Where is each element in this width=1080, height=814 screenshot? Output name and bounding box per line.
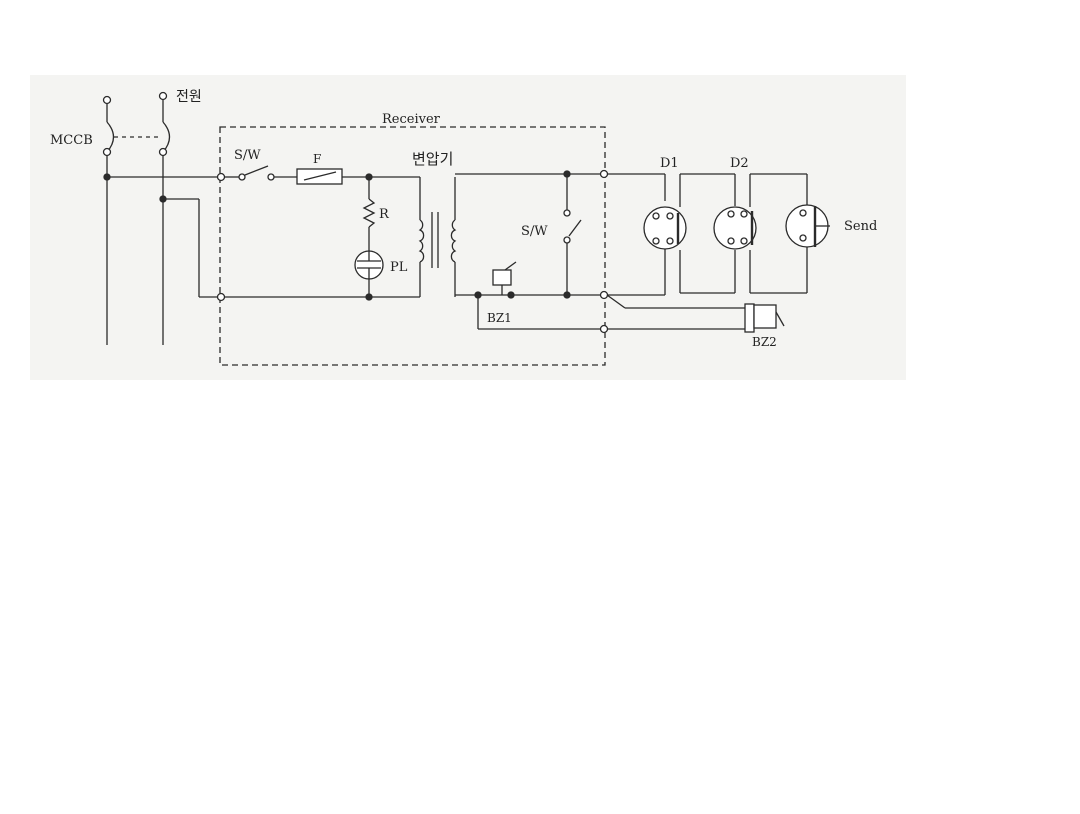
fuse-symbol (296, 168, 343, 185)
send-button (750, 173, 830, 294)
buzzer-bz2 (744, 303, 785, 333)
label-fuse: F (313, 152, 321, 166)
label-transformer: 변압기 (412, 150, 453, 168)
label-resistor: R (379, 207, 390, 222)
door-d1 (643, 174, 687, 295)
label-power: 전원 (176, 89, 202, 105)
label-sw-left: S/W (234, 148, 261, 163)
sw-right-switch (563, 174, 582, 295)
receiver-box (219, 126, 606, 366)
label-receiver: Receiver (382, 112, 441, 127)
label-d2: D2 (730, 156, 749, 171)
label-d1: D1 (660, 156, 679, 171)
pilot-lamp (354, 250, 384, 280)
transformer (418, 212, 457, 268)
label-send: Send (844, 219, 877, 234)
door-d2 (680, 173, 757, 294)
buzzer-bz1 (492, 261, 517, 295)
label-sw-right: S/W (521, 224, 548, 239)
label-mccb: MCCB (50, 133, 93, 148)
scan-paper (30, 75, 906, 380)
label-bz2: BZ2 (752, 335, 777, 349)
mccb-breaker (102, 91, 171, 345)
label-pilot-lamp: PL (390, 260, 408, 275)
resistor-symbol (362, 198, 376, 228)
label-bz1: BZ1 (487, 311, 512, 325)
